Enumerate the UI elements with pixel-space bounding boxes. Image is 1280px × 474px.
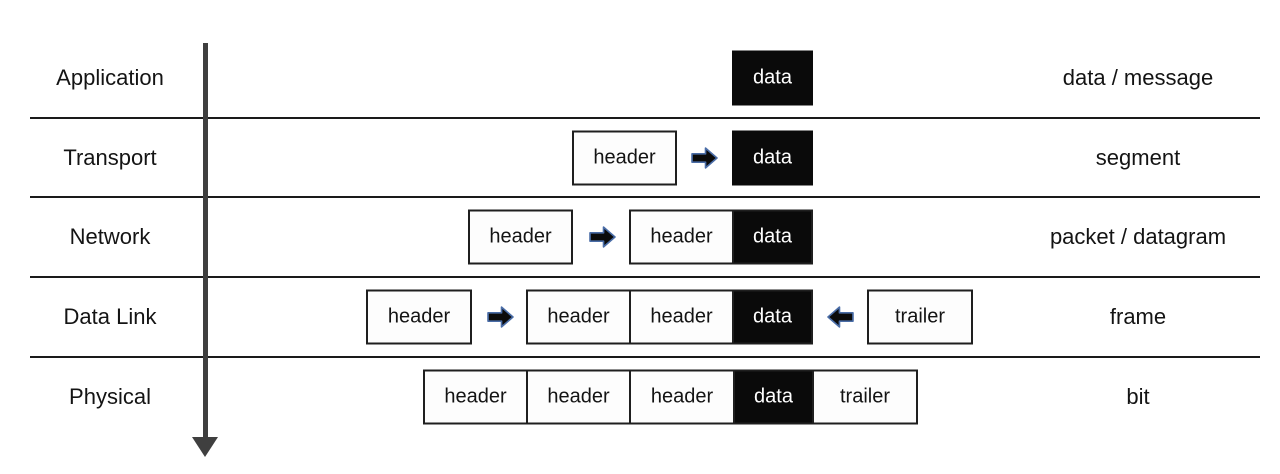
pdu-label: data / message — [1062, 64, 1214, 90]
row-physical: Physical header header header data trail… — [0, 358, 1280, 436]
header-segment: header — [629, 291, 732, 343]
header-box: header — [572, 130, 677, 185]
header-box: header — [468, 209, 573, 265]
header-segment: header — [526, 371, 629, 423]
data-box: data — [732, 130, 813, 185]
layer-label: Data Link — [63, 304, 157, 329]
data-box: data — [732, 50, 813, 105]
trailer-box: trailer — [867, 289, 973, 345]
layer-label: Network — [69, 224, 151, 249]
data-segment: data — [732, 211, 811, 263]
down-arrowhead-icon — [192, 437, 218, 457]
header-box: header — [366, 289, 472, 345]
packet-group: header data — [629, 209, 813, 265]
row-data-link: Data Link header header header data trai… — [0, 278, 1280, 356]
pdu-label: packet / datagram — [1049, 224, 1227, 249]
layer-label: Transport — [63, 144, 157, 170]
row-divider — [30, 276, 1260, 278]
header-segment: header — [650, 225, 713, 248]
trailer-segment: trailer — [812, 371, 916, 423]
row-transport: Transport header data segment — [0, 119, 1280, 196]
layer-label: Physical — [69, 384, 151, 409]
pdu-label: bit — [1126, 384, 1150, 409]
frame-group: header header data — [526, 289, 813, 345]
pdu-label: segment — [1095, 144, 1181, 170]
header-segment: header — [547, 305, 610, 328]
row-divider — [30, 196, 1260, 198]
bitstream-group: header header header data trailer — [423, 369, 918, 425]
row-application: Application data data / message — [0, 38, 1280, 117]
header-segment: header — [629, 371, 733, 423]
data-segment: data — [732, 291, 811, 343]
right-arrow-icon — [589, 226, 616, 248]
right-arrow-icon — [487, 306, 514, 328]
row-divider — [30, 356, 1260, 358]
data-segment: data — [733, 371, 812, 423]
right-arrow-icon — [691, 146, 718, 169]
layers-down-arrow — [203, 43, 208, 438]
pdu-label: frame — [1109, 304, 1167, 329]
header-segment: header — [444, 385, 507, 408]
layer-label: Application — [56, 64, 164, 90]
row-network: Network header header data packet / data… — [0, 198, 1280, 276]
row-divider — [30, 117, 1260, 119]
left-arrow-icon — [827, 306, 854, 328]
